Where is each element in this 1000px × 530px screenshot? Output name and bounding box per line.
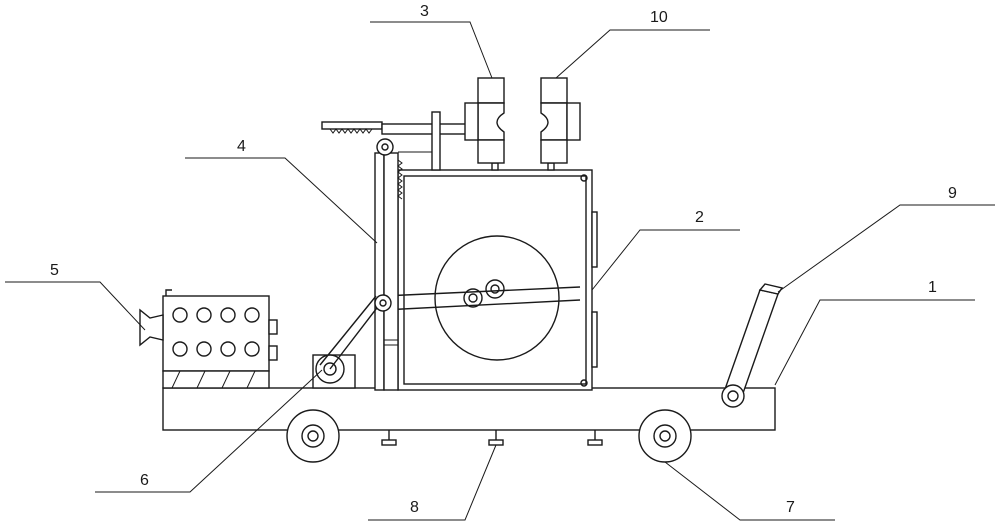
label-9: 9 bbox=[948, 185, 957, 202]
label-2: 2 bbox=[695, 209, 704, 226]
leveling-foot-2 bbox=[488, 430, 504, 446]
pump-unit bbox=[139, 289, 278, 389]
leader-10 bbox=[555, 29, 710, 79]
label-1: 1 bbox=[928, 279, 937, 296]
leader-8 bbox=[368, 444, 497, 521]
wheel-right bbox=[638, 409, 692, 463]
vertical-mast bbox=[321, 111, 473, 391]
clamp-right bbox=[540, 77, 581, 164]
leader-4 bbox=[185, 157, 378, 244]
leader-9 bbox=[777, 204, 995, 293]
label-3: 3 bbox=[420, 3, 429, 20]
leveling-foot-1 bbox=[381, 430, 397, 446]
leader-1 bbox=[774, 299, 975, 386]
label-6: 6 bbox=[140, 472, 149, 489]
push-handle bbox=[721, 283, 784, 408]
label-5: 5 bbox=[50, 262, 59, 279]
leader-6 bbox=[95, 369, 323, 493]
label-10: 10 bbox=[650, 9, 668, 26]
label-7: 7 bbox=[786, 499, 795, 516]
leader-2 bbox=[591, 229, 740, 291]
clamp-left bbox=[464, 77, 505, 164]
motor bbox=[312, 294, 392, 389]
label-8: 8 bbox=[410, 499, 419, 516]
leader-5 bbox=[5, 281, 146, 331]
main-cabinet bbox=[382, 162, 598, 391]
leader-3 bbox=[370, 21, 493, 79]
leveling-foot-3 bbox=[587, 430, 603, 446]
label-4: 4 bbox=[237, 138, 246, 155]
leader-lines bbox=[5, 21, 995, 521]
leader-7 bbox=[664, 461, 835, 521]
wheel-left bbox=[286, 409, 340, 463]
